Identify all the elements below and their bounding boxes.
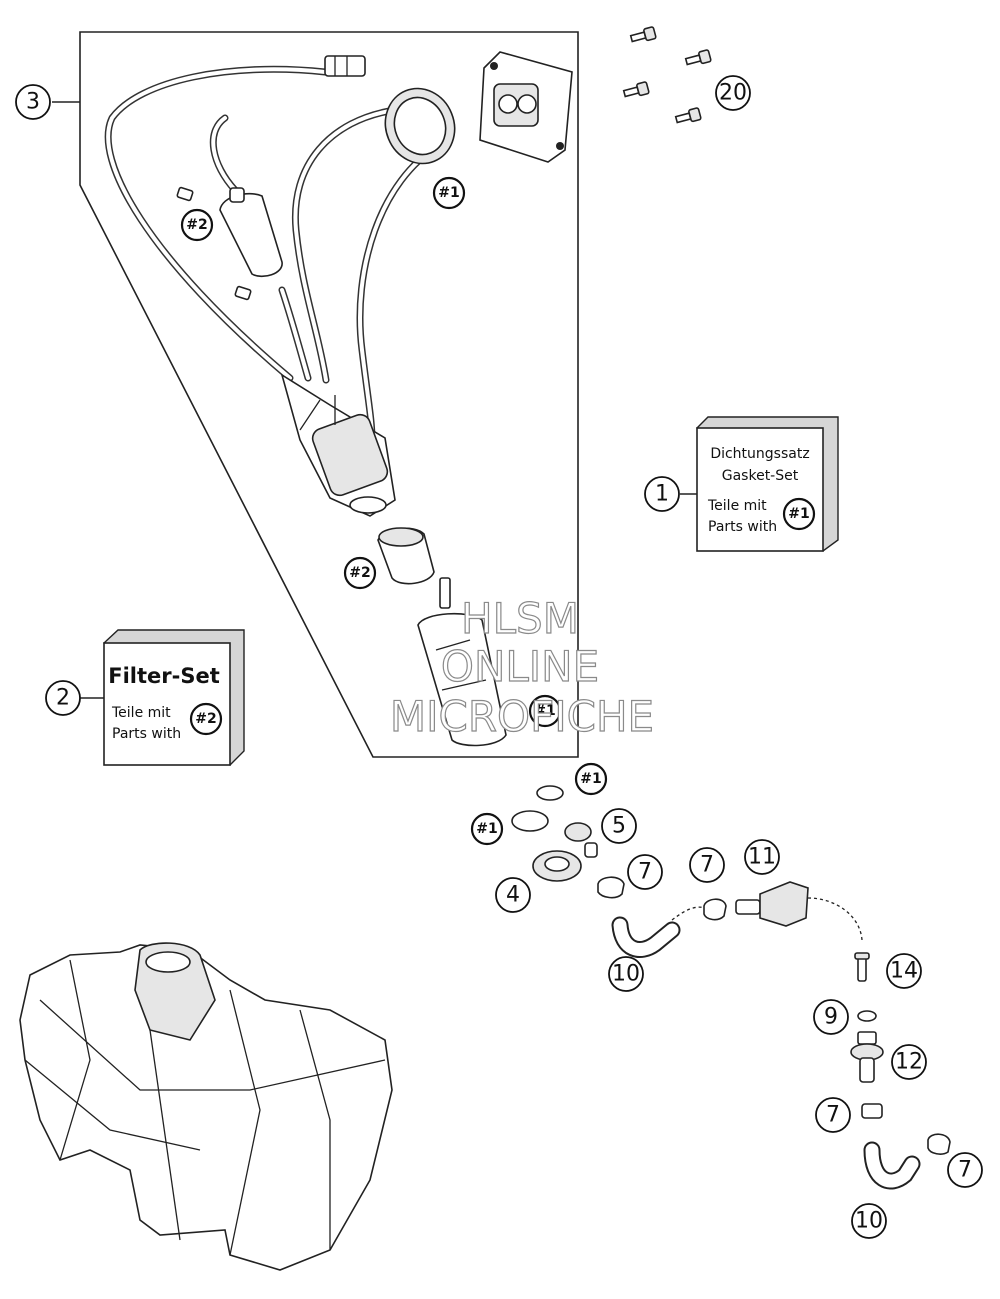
fuel-pump-body — [280, 373, 396, 517]
hose-clamp-3 — [861, 1103, 883, 1119]
callout-4: 4 — [495, 877, 531, 913]
watermark-line3: MICROFICHE — [390, 692, 654, 741]
o-ring-9 — [857, 1010, 877, 1022]
callout-5: 5 — [601, 808, 637, 844]
pump-flange-cover — [479, 51, 573, 163]
watermark-line1: HLSM — [461, 594, 579, 643]
callout-number: 20 — [719, 81, 747, 106]
ref-badge-text: #2 — [195, 711, 216, 727]
callout-11: 11 — [744, 839, 780, 875]
watermark-line2: ONLINE — [441, 642, 599, 691]
callout-1: 1 — [644, 476, 680, 512]
ref-badge-filter: #2 — [180, 208, 214, 242]
o-ring-large — [511, 810, 549, 832]
callout-number: 11 — [748, 845, 776, 870]
fuel-pump-assembly-outline — [79, 31, 579, 758]
ref-badge-text: #1 — [580, 771, 601, 787]
callout-number: 7 — [826, 1103, 840, 1128]
callout-number: 3 — [26, 90, 40, 115]
callout-number: 14 — [890, 959, 918, 984]
filter-box-line2: Parts with — [112, 726, 181, 742]
gasket-box-line1: Dichtungssatz — [710, 446, 809, 462]
callout-10b: 10 — [851, 1203, 887, 1239]
elbow-hose-2 — [863, 1141, 921, 1190]
elbow-hose-1 — [611, 916, 681, 958]
ref-badge-text: #2 — [186, 217, 207, 233]
ref-badge-text: #2 — [349, 565, 370, 581]
callout-7a: 7 — [627, 854, 663, 890]
screws-group — [622, 26, 712, 124]
callout-number: 4 — [506, 883, 520, 908]
filter-set-box: Filter-Set Teile mit Parts with #2 — [102, 629, 245, 766]
hose-clamp-1 — [597, 876, 625, 899]
ref-badge-flange: #1 — [432, 176, 466, 210]
ref-badge-oring-1: #1 — [574, 762, 608, 796]
fuel-hoses — [104, 65, 444, 444]
callout-14: 14 — [886, 953, 922, 989]
pickup-strainer — [417, 577, 507, 747]
pin — [854, 952, 870, 982]
fuel-tank — [19, 942, 393, 1271]
callout-12: 12 — [891, 1044, 927, 1080]
gasket-box-line2: Gasket-Set — [722, 468, 799, 484]
callout-9: 9 — [813, 999, 849, 1035]
outlet-flange — [532, 850, 582, 882]
gasket-box-line3: Teile mit — [707, 498, 767, 514]
filter-box-line1: Teile mit — [111, 705, 171, 721]
callout-7d: 7 — [947, 1152, 983, 1188]
fuel-filter — [176, 186, 283, 301]
callout-number: 7 — [700, 853, 714, 878]
ref-badge-text: #1 — [788, 506, 809, 522]
callout-number: 10 — [612, 962, 640, 987]
ref-badge-sleeve: #2 — [343, 556, 377, 590]
watermark: HLSM ONLINE MICROFICHE — [389, 593, 654, 741]
hose-clamp-4 — [927, 1133, 951, 1155]
callout-number: 2 — [56, 686, 70, 711]
filter-sleeve — [377, 527, 435, 585]
callout-number: 10 — [855, 1209, 883, 1234]
ref-badge-strainer: #1 — [528, 694, 562, 728]
callout-number: 7 — [958, 1158, 972, 1183]
filter-box-title: Filter-Set — [108, 664, 220, 688]
ref-badge-text: #1 — [438, 185, 459, 201]
outlet-nipple — [564, 822, 598, 858]
gasket-set-box: Dichtungssatz Gasket-Set Teile mit Parts… — [696, 416, 839, 552]
callout-number: 9 — [824, 1005, 838, 1030]
wiring-connector — [324, 55, 366, 77]
ref-badge-text: #1 — [476, 821, 497, 837]
ref-badge-oring-2: #1 — [470, 812, 504, 846]
callout-number: 7 — [638, 860, 652, 885]
callout-number: 12 — [895, 1050, 923, 1075]
ref-badge-text: #1 — [534, 703, 555, 719]
hose-clamp-2 — [703, 898, 727, 921]
quick-coupling — [735, 881, 809, 927]
o-ring-small — [536, 785, 564, 801]
callout-number: 5 — [612, 814, 626, 839]
callout-10a: 10 — [608, 956, 644, 992]
callout-7b: 7 — [689, 847, 725, 883]
callout-number: 1 — [655, 482, 669, 507]
connector-fitting — [850, 1031, 884, 1083]
callout-20: 20 — [715, 75, 751, 111]
callout-2: 2 — [45, 680, 81, 716]
callout-3: 3 — [15, 84, 51, 120]
gasket-box-line4: Parts with — [708, 519, 777, 535]
flange-gasket-ring — [384, 87, 456, 165]
callout-7c: 7 — [815, 1097, 851, 1133]
